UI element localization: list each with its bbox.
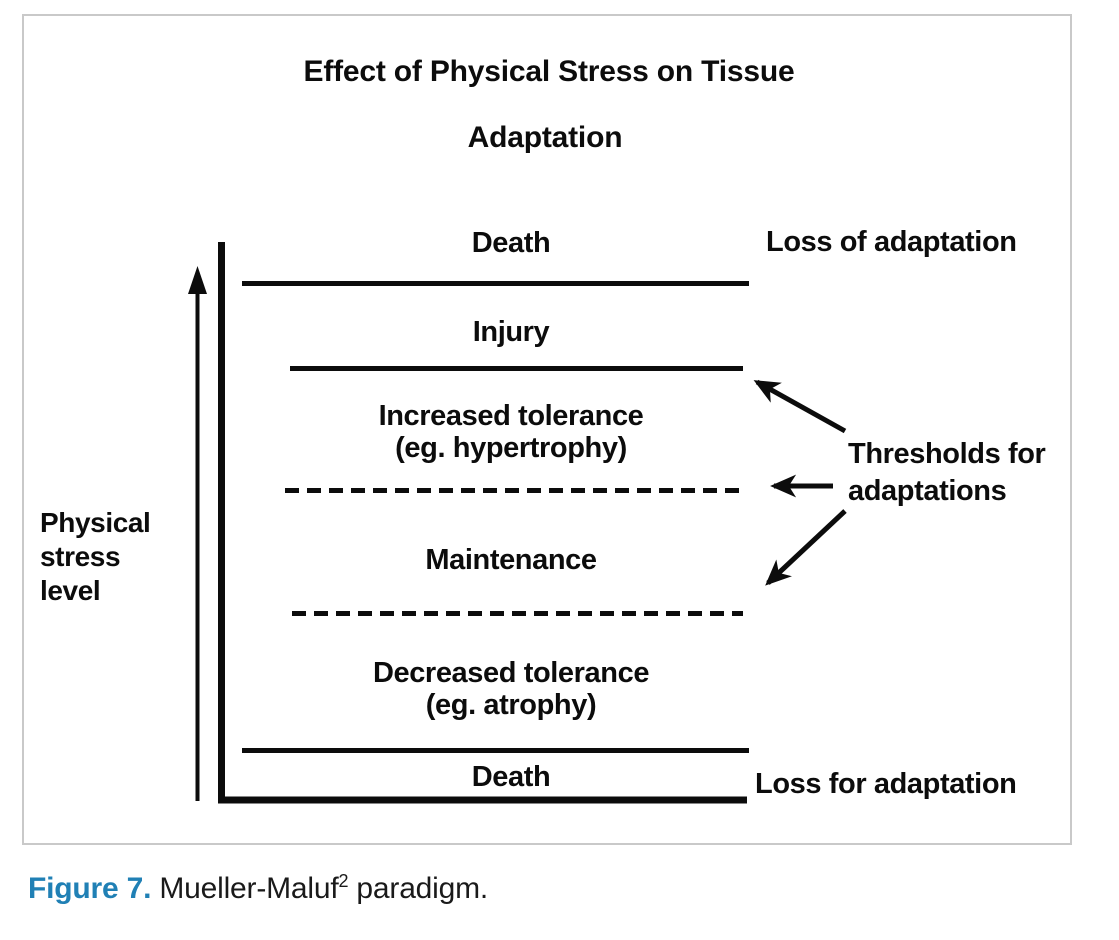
y-axis-label-line3: level (40, 575, 101, 606)
y-axis-label-line2: stress (40, 541, 121, 572)
zone-label-injury: Injury (472, 316, 550, 348)
annotation-thresholds-line1: Thresholds for (848, 438, 1046, 470)
stress-arrow-head-icon (188, 266, 207, 294)
y-axis-label: Physical stress level (40, 506, 151, 608)
figure-title-line1: Effect of Physical Stress on Tissue (303, 55, 795, 88)
y-axis-label-line1: Physical (40, 507, 151, 538)
zone-label-decreased-tolerance-text: Decreased tolerance (372, 657, 650, 689)
figure-title-line2: Adaptation (467, 121, 623, 154)
zone-label-death-bottom: Death (471, 761, 551, 793)
threshold-pointer-arrow-lower (765, 509, 847, 586)
zone-label-increased-tolerance-text: Increased tolerance (378, 400, 644, 432)
figure-caption: Figure 7. Mueller-Maluf2 paradigm. (28, 872, 488, 906)
annotation-thresholds-line2: adaptations (848, 475, 1007, 507)
zone-label-increased-tolerance: Increased tolerance (eg. hypertrophy) (379, 400, 644, 464)
annotation-loss-for-adaptation: Loss for adaptation (755, 768, 1017, 800)
zone-label-decreased-tolerance: Decreased tolerance (eg. atrophy) (372, 657, 650, 721)
zone-sublabel-atrophy: (eg. atrophy) (425, 689, 597, 721)
threshold-pointer-arrow-upper (753, 379, 847, 434)
citation-superscript: 2 (338, 871, 349, 891)
figure-caption-text-before: Mueller-Maluf (151, 872, 339, 905)
zone-sublabel-hypertrophy: (eg. hypertrophy) (395, 432, 627, 464)
annotation-loss-of-adaptation: Loss of adaptation (766, 226, 1017, 258)
figure-caption-text-after: paradigm. (348, 872, 489, 905)
figure-caption-label: Figure 7. (28, 872, 152, 905)
annotation-thresholds: Thresholds for adaptations (848, 436, 1046, 510)
zone-label-death-top: Death (471, 227, 551, 259)
zone-label-maintenance: Maintenance (425, 544, 597, 576)
